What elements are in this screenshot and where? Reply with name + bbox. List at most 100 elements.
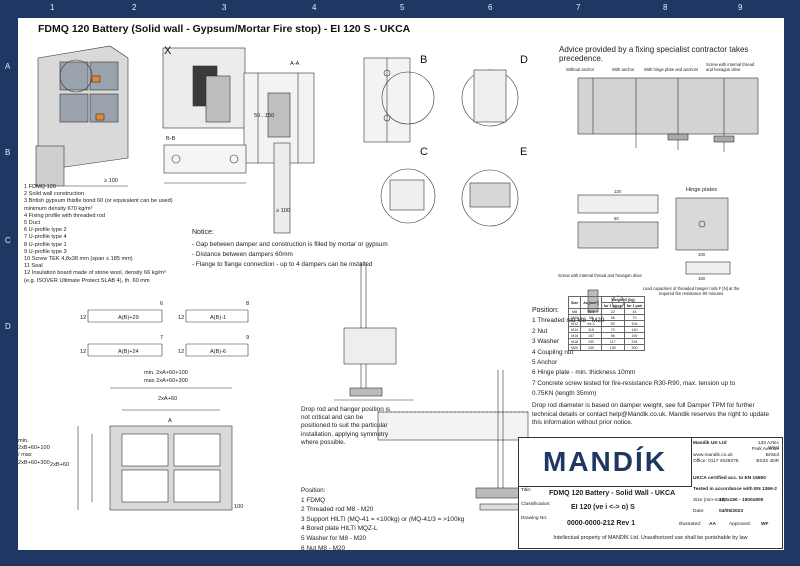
battery-section-a: A: [168, 418, 172, 424]
illustrated-label: Illustrated:: [679, 522, 702, 527]
notice-block: Notice: - Gap between damper and constru…: [192, 228, 388, 270]
ukca-cert: UKCA certified acc. to EN 15650: [693, 476, 766, 481]
battery-min: min. 2xA+60+100: [144, 370, 188, 376]
u-profile-7: [87, 343, 163, 357]
hinge-dim-100: 100: [698, 252, 705, 257]
hinge-plate-top: [577, 194, 659, 214]
profile-6-num: 6: [160, 301, 164, 307]
company-office: Office: 0117 4526376: [693, 459, 739, 464]
component-legend: 1 FDMQ 120 2 Solid wall construction 3 B…: [24, 184, 173, 285]
battery-dim-100: 100: [234, 504, 244, 510]
anchor-label: Screw with internal thread and hexagon d…: [706, 62, 755, 72]
profile-9-side: 12: [178, 349, 185, 355]
table-cell: 300: [623, 344, 646, 351]
size-value: 150x150 - 1500x800: [719, 498, 764, 503]
battery-height: 2xB+60: [50, 462, 70, 468]
hinge-plates-label: Hinge plates: [686, 187, 718, 193]
profile-6-dim: A(B)+29: [118, 315, 139, 321]
detail-c-label: C: [420, 146, 428, 158]
u-profile-6: [87, 309, 163, 323]
ukca-tested: Tested in accordance with EN 1366-2: [693, 487, 777, 492]
profile-9-num: 9: [246, 335, 250, 341]
legend-item: 8 U-profile type 1: [24, 241, 67, 248]
position-heading: Position:: [301, 487, 326, 494]
view-aa-label: A-A: [290, 61, 300, 67]
position-item: 1 FDMQ: [301, 496, 326, 504]
dim-ge100-a: ≥ 100: [104, 178, 118, 184]
ip-notice: Intellectual property of MANDÍK Ltd. Una…: [553, 535, 748, 541]
screw-caption: Screw with internal thread and hexagon d…: [558, 273, 642, 278]
profile-9-dim: A(B)-6: [210, 349, 227, 355]
legend-item: 1 FDMQ 120: [24, 184, 57, 190]
title-block: MANDÍK Mandik UK Ltd www.mandik.co.uk Of…: [518, 437, 783, 549]
notice-item: - Gap between damper and construction is…: [192, 241, 388, 248]
detail-circle-c: [380, 168, 436, 224]
row-a: A: [5, 62, 11, 71]
legend-item: 10 Screw TEK 4,8x38 mm (span ≤ 185 mm): [24, 256, 133, 263]
position-item: 5 Washer for M8 - M20: [301, 534, 367, 542]
u-profile-9: [185, 343, 249, 357]
u-profile-8: [185, 309, 249, 323]
profile-7-side: 12: [80, 349, 87, 355]
drop-rod-note: Drop rod and hanger position is not crit…: [301, 406, 391, 446]
row-c: C: [5, 236, 11, 245]
legend-item: minimum density 670 kg/m³: [24, 205, 93, 212]
brand-logo: MANDÍK: [519, 438, 692, 487]
hinge-dim-150: 150: [698, 276, 705, 281]
load-table-caption: Load capacities of threaded hanger rods …: [642, 286, 740, 296]
legend-item: 9 U-profile type 3: [24, 248, 67, 255]
battery-width: 2xA+60: [158, 396, 178, 402]
position-item: 4 Bored plate HILTI MQZ-L: [301, 525, 378, 533]
hinge-plate-square: [675, 197, 729, 251]
drawing-label: Drawing No:: [521, 516, 548, 521]
dim-50-150: 50...150: [254, 113, 275, 119]
approved-label: Approved:: [729, 522, 751, 527]
position-item: 3 Washer: [532, 338, 560, 346]
company-name: Mandik UK Ltd: [693, 441, 727, 446]
profile-8-side: 12: [178, 315, 185, 321]
position-item: 3 Support HILTI (MQ-41 = <100kg) or (MQ-…: [301, 515, 465, 523]
anchor-concrete-block: [577, 77, 759, 135]
duct-mark-1: [91, 75, 101, 83]
view-x-label: X: [164, 45, 172, 57]
address-2: Park Avenue: [751, 447, 779, 452]
col-4: 4: [312, 3, 317, 12]
position-item: 1 Threaded rod M8 - M20: [532, 317, 605, 325]
profile-6-side: 12: [80, 315, 87, 321]
position-item: 6 Nut M8 - M20: [301, 544, 346, 552]
damper-3: [59, 93, 89, 123]
view-bb-label: B-B: [166, 136, 176, 142]
col-8: 8: [663, 3, 668, 12]
row-d: D: [5, 322, 11, 331]
address-3: Bristol: [765, 453, 779, 458]
anchor-label: With hinge plate and anchors: [644, 67, 699, 72]
battery-max: max 2xA+60+300: [144, 378, 188, 384]
profile-8-num: 8: [246, 301, 250, 307]
col-7: 7: [576, 3, 581, 12]
company-web: www.mandik.co.uk: [693, 453, 733, 458]
position-list-2: Position: 1 Threaded rod M8 - M20 2 Nut …: [532, 306, 735, 400]
duct-mark-2: [95, 113, 105, 121]
profile-7-num: 7: [160, 335, 164, 341]
position-heading: Position:: [532, 307, 559, 314]
table-cell: M20: [567, 344, 582, 351]
classification-label: Classification:: [521, 502, 551, 507]
legend-item: (e.g. ISOVER Ultimate Protect SLAB 4), t…: [24, 277, 150, 284]
legend-item: 2 Solid wall construction: [24, 191, 85, 198]
legend-item: 7 U-profile type 4: [24, 234, 67, 241]
position-item: 5 Anchor: [532, 359, 558, 367]
anchor-label: With anchor: [612, 67, 635, 72]
address-4: BS32 4DR: [756, 459, 779, 464]
detail-b-label: B: [420, 54, 428, 66]
detail-circle-e: [461, 169, 519, 227]
hinge-dim-120: 120: [614, 189, 621, 194]
position-item: 4 Coupling nut: [532, 348, 574, 356]
position-item: 2 Nut: [532, 327, 548, 335]
title-label: Title:: [521, 488, 532, 493]
damper-2: [89, 61, 119, 91]
advice-note: Advice provided by a fixing specialist c…: [559, 45, 749, 63]
section-bb: [163, 144, 247, 174]
damper-1: [59, 61, 89, 91]
section-duct: [377, 411, 529, 441]
